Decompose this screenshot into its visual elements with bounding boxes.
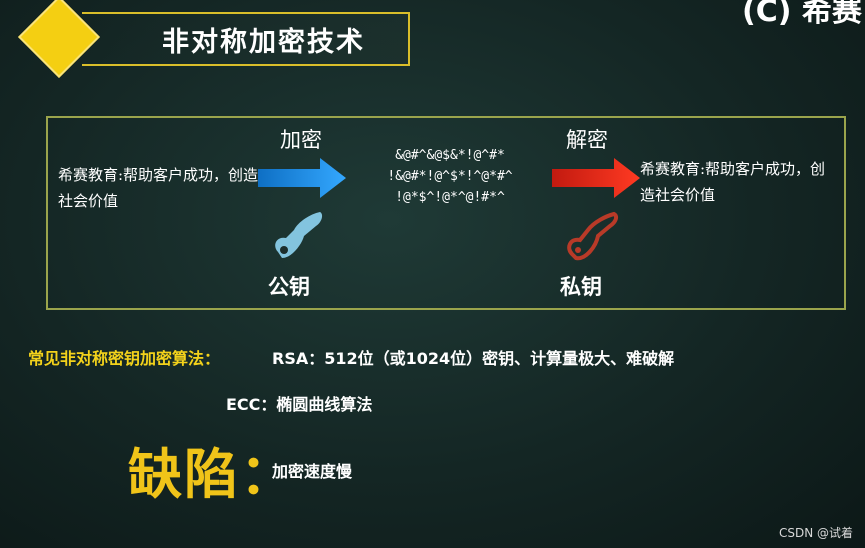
ciphertext-line: !@*$^!@*^@!#*^ [395, 190, 505, 205]
decrypt-label: 解密 [566, 128, 608, 152]
rsa-description: RSA：512位（或1024位）密钥、计算量极大、难破解 [272, 349, 675, 368]
encrypt-label: 加密 [280, 128, 322, 152]
ciphertext-line: !&@#*!@^$*!^@*#^ [387, 169, 513, 184]
ciphertext: &@#^&@$&*!@^#* !&@#*!@^$*!^@*#^ !@*$^!@*… [350, 145, 550, 208]
arrow-right-icon [552, 158, 640, 198]
plaintext-result: 希赛教育:帮助客户成功，创造社会价值 [640, 160, 826, 204]
key-icon [275, 212, 323, 258]
plaintext-source: 希赛教育:帮助客户成功，创造社会价值 [58, 166, 259, 210]
diagram-box [46, 116, 846, 310]
watermark: CSDN @试着 [779, 526, 854, 540]
arrow-right-icon [258, 158, 346, 198]
corner-logo-text: (C) 希赛 [742, 0, 862, 29]
common-algorithms-label: 常见非对称密钥加密算法： [28, 349, 221, 368]
private-key-label: 私钥 [560, 275, 602, 299]
defect-description: 加密速度慢 [272, 462, 353, 481]
public-key-label: 公钥 [268, 275, 310, 299]
title-bar [82, 12, 410, 66]
key-icon [567, 211, 619, 261]
defect-label: 缺陷： [128, 443, 296, 506]
ecc-description: ECC：椭圆曲线算法 [226, 395, 373, 414]
page-title: 非对称加密技术 [162, 27, 365, 58]
ciphertext-line: &@#^&@$&*!@^#* [395, 148, 505, 163]
